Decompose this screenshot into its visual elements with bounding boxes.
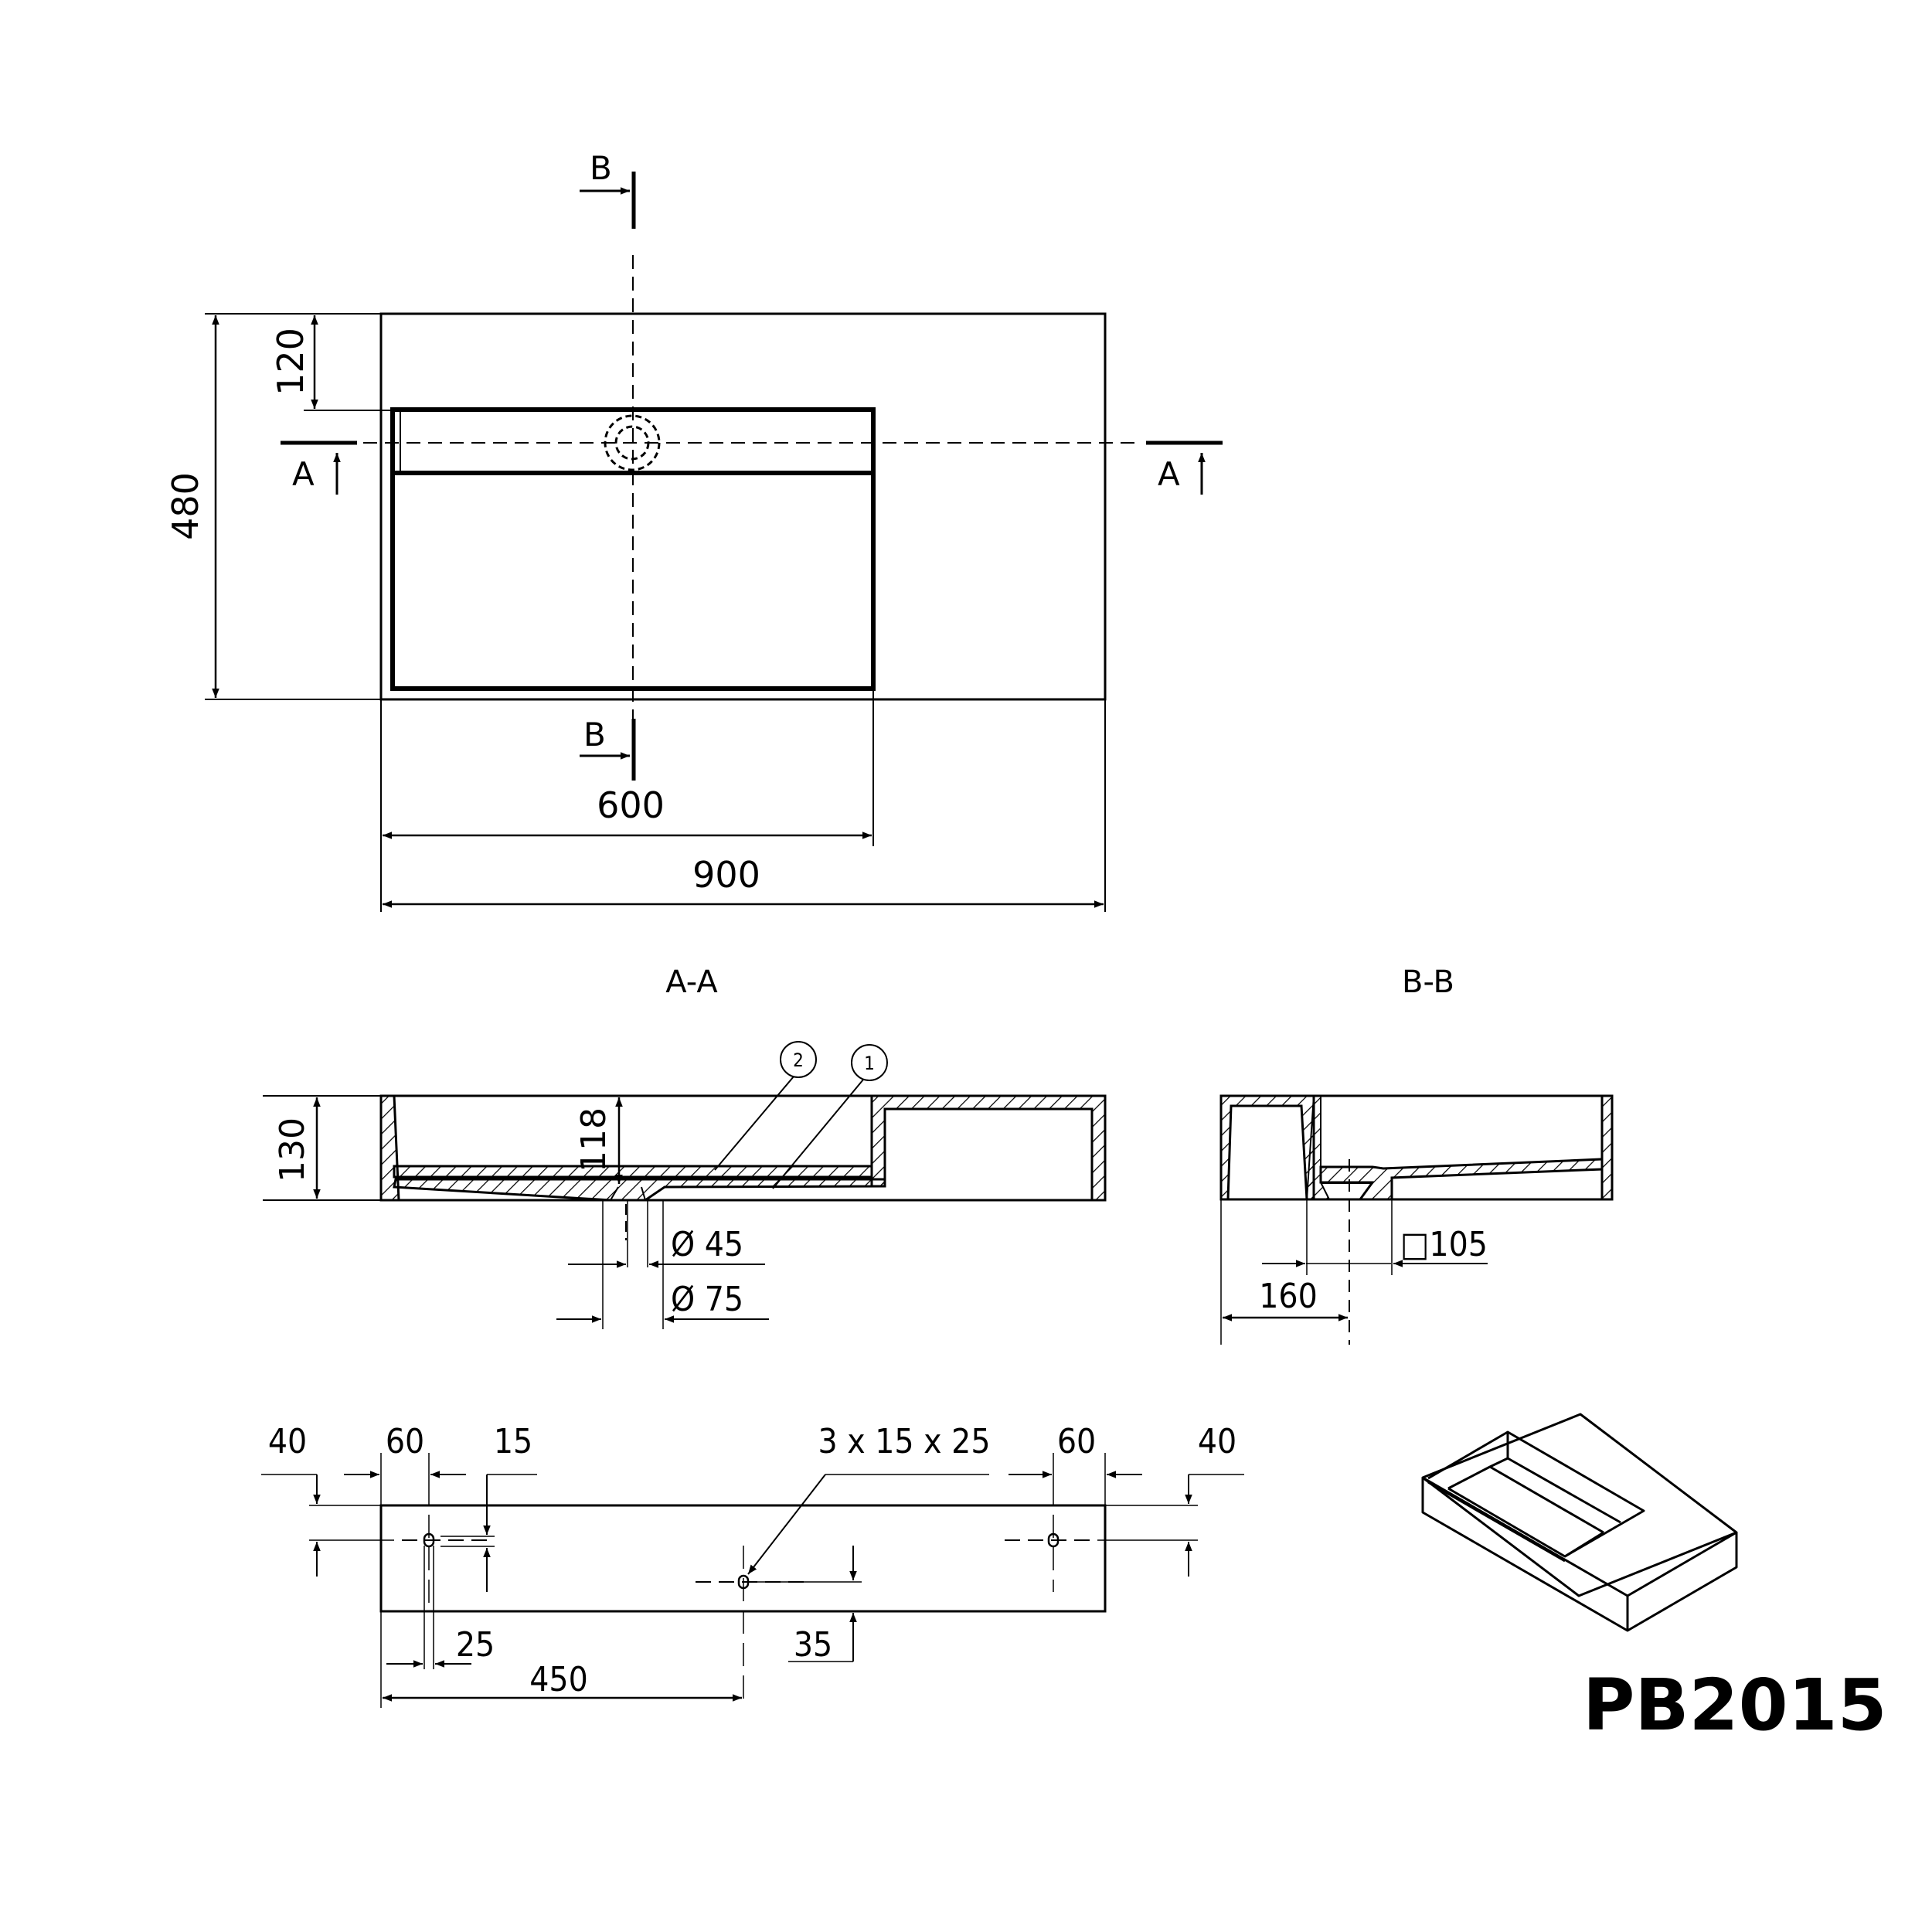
section-bb-title: B-B	[1402, 964, 1454, 1000]
rear-view	[261, 1453, 1244, 1708]
dim-depth-480: 480	[165, 472, 206, 540]
isometric-view	[1421, 1413, 1738, 1632]
dim-bowl-depth-118: 118	[574, 1107, 614, 1172]
dim-bowl-offset-120: 120	[270, 328, 311, 396]
basin-outline	[379, 312, 1107, 701]
section-mark-a-right: A	[1158, 455, 1180, 493]
dim-left-top-40: 40	[268, 1422, 307, 1461]
dim-drain-square-105: □105	[1400, 1225, 1488, 1264]
dim-right-hole-60: 60	[1057, 1422, 1096, 1461]
dim-mount-holes: 3 x 15 x 25	[818, 1422, 990, 1461]
dim-center-distance-450: 450	[529, 1660, 588, 1699]
dim-total-width-900: 900	[692, 854, 760, 896]
model-number: PB2015	[1583, 1664, 1887, 1747]
dim-slot-width-25: 25	[456, 1625, 495, 1665]
dim-drain-offset-160: 160	[1259, 1277, 1318, 1316]
section-mark-b-bottom: B	[583, 716, 606, 753]
dim-height-130: 130	[273, 1117, 312, 1182]
section-aa	[263, 1041, 1107, 1329]
top-view	[205, 172, 1223, 912]
callout-2: 2	[793, 1049, 804, 1071]
dim-center-hole-35: 35	[794, 1625, 832, 1665]
dim-drain-outer-75: Ø 75	[671, 1280, 743, 1319]
dim-left-hole-60: 60	[386, 1422, 424, 1461]
section-mark-a-left: A	[292, 455, 315, 493]
section-mark-b-top: B	[590, 149, 612, 187]
section-aa-title: A-A	[665, 964, 718, 1000]
dim-bowl-width-600: 600	[597, 784, 665, 826]
section-bb	[1219, 1094, 1614, 1345]
dim-drain-inner-45: Ø 45	[671, 1225, 743, 1264]
dim-right-top-40: 40	[1198, 1422, 1236, 1461]
dim-slot-height-15: 15	[494, 1422, 532, 1461]
callout-1: 1	[864, 1053, 875, 1074]
